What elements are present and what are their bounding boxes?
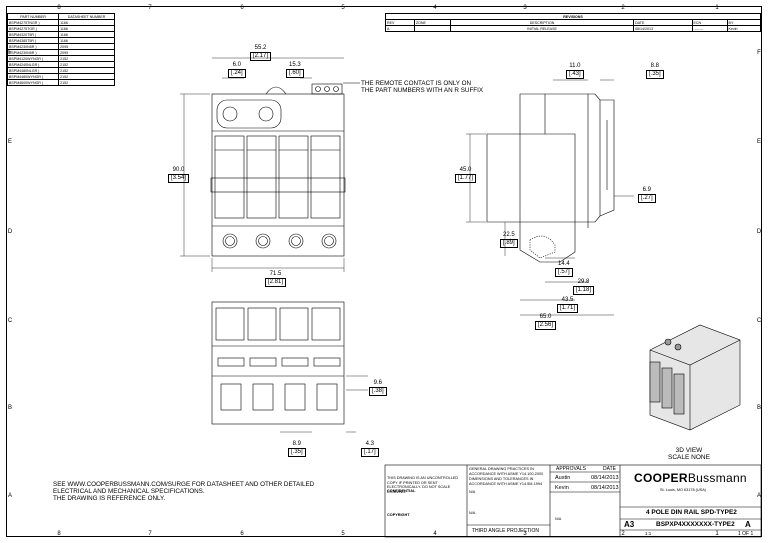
checked-date: 08/14/2013 — [591, 485, 619, 491]
na-3: N/A — [555, 517, 562, 521]
na-1: N/A — [469, 490, 476, 494]
uncontrolled-note: THIS DRAWING IS AN UNCONTROLLED COPY IF … — [387, 476, 459, 494]
zone-row-label: B — [756, 405, 761, 411]
zone-row-label: A — [7, 493, 12, 499]
date-header: DATE — [603, 466, 616, 472]
dim-side-rail: 8.8[.35] — [646, 63, 664, 79]
confidential-label: CONFIDENTIAL — [387, 489, 416, 493]
zone-col-label: 5 — [341, 531, 345, 537]
dim-depth-1: 14.4[.57] — [555, 261, 573, 277]
table-row: BSPM4600WYNGR )2152 — [6, 79, 115, 86]
dim-depth-3: 43.5[1.71] — [557, 297, 579, 313]
revision-cell: Kevin — [726, 25, 762, 32]
zone-col-label: 4 — [433, 531, 437, 537]
zone-col-label: 7 — [148, 5, 152, 11]
zone-row-label: F — [757, 50, 761, 56]
zone-col-label: 8 — [57, 5, 61, 11]
dims-tolerances: DIMENSIONS AND TOLERANCES IN ACCORDANCE … — [469, 477, 543, 486]
zone-row-label: A — [756, 493, 761, 499]
drawing-number: BSPXP4XXXXXXX-TYPE2 — [656, 521, 735, 528]
zone-col-label: 2 — [621, 5, 625, 11]
dim-module-height: 45.0[1.77] — [455, 167, 477, 183]
drawn-date: 08/14/2013 — [591, 475, 619, 481]
zone-col-label: 2 — [621, 531, 625, 537]
dim-edge: 4.3[.17] — [361, 441, 379, 457]
zone-row-label: E — [7, 139, 12, 145]
company-address: St. Louis, MO 63178 (USA) — [660, 488, 707, 492]
title-block-lines — [384, 464, 762, 538]
datasheet-cell: 2152 — [58, 79, 115, 86]
zone-col-label: 1 — [715, 5, 719, 11]
dim-height: 90.0[3.54] — [168, 167, 190, 183]
dim-width: 71.5[2.81] — [265, 271, 287, 287]
revision-cell: 08/14/2013 — [633, 25, 693, 32]
iso-view — [649, 324, 741, 431]
drawing-scale: 1:1 — [645, 531, 652, 536]
view-label: 3D VIEW SCALE NONE — [668, 447, 710, 461]
side-view — [486, 93, 615, 263]
logo-cooper: COOPER — [634, 471, 688, 485]
dim-side-top: 11.0[.43] — [566, 63, 584, 79]
approvals-header: APPROVALS — [556, 466, 586, 472]
drawing-frame — [6, 6, 762, 537]
zone-col-label: 1 — [715, 531, 719, 537]
dim-left-offset: 6.0[.24] — [228, 62, 246, 78]
note-line: THE PART NUMBERS WITH AN R SUFFIX — [361, 87, 484, 94]
dim-depth-2: 29.8[1.18] — [573, 279, 595, 295]
revision-letter: A — [745, 520, 751, 529]
top-view — [211, 301, 345, 425]
zone-col-label: 3 — [523, 531, 527, 537]
dim-rail-depth: 6.9[.27] — [638, 187, 656, 203]
revision-cell — [413, 25, 452, 32]
dim-terminal-width: 15.3[.60] — [286, 62, 304, 78]
note-line: THE REMOTE CONTACT IS ONLY ON — [361, 80, 472, 87]
projection-label: THIRD ANGLE PROJECTION — [472, 528, 539, 534]
company-logo: COOPERBussmann — [634, 471, 747, 485]
zone-col-label: 4 — [433, 5, 437, 11]
zone-col-label: 5 — [341, 5, 345, 11]
sheet-number: 1 OF 1 — [738, 531, 754, 537]
part-number-table: PART NUMBER DATASHEET NUMBER BSPM4275TNG… — [6, 13, 115, 86]
part-number-cell: BSPM4600WYNGR ) — [6, 79, 60, 86]
zone-col-label: 8 — [57, 531, 61, 537]
zone-col-label: 7 — [148, 531, 152, 537]
drawing-title: 4 POLE DIN RAIL SPD-TYPE2 — [646, 509, 737, 516]
front-view — [210, 83, 346, 257]
zone-col-label: 6 — [240, 5, 244, 11]
drawn-by: Austin — [555, 475, 571, 481]
website-note: SEE WWW.COOPERBUSSMANN.COM/SURGE FOR DAT… — [53, 481, 315, 502]
copyright-label: COPYRIGHT — [387, 513, 410, 517]
dim-pole-pitch: 8.9[.35] — [288, 441, 306, 457]
sheet-size: A3 — [624, 520, 635, 529]
na-2: N/A — [469, 511, 476, 515]
dim-lower: 22.5[.89] — [500, 232, 518, 248]
zone-row-label: E — [756, 139, 761, 145]
zone-row-label: B — [7, 405, 12, 411]
zone-col-label: 6 — [240, 531, 244, 537]
dim-depth-overall: 65.0[2.56] — [535, 314, 557, 330]
zone-row-label: C — [756, 318, 762, 324]
zone-row-label: D — [756, 229, 762, 235]
dim-overall-top: 55.2[2.17] — [250, 45, 272, 61]
remote-contact-note: THE REMOTE CONTACT IS ONLY ON THE PART N… — [361, 80, 483, 94]
zone-col-label: 3 — [523, 5, 527, 11]
logo-bussmann: Bussmann — [687, 471, 747, 485]
checked-by: Kevin — [555, 485, 569, 491]
general-practices: GENERAL DRAWING PRACTICES IN ACCORDANCE … — [469, 467, 544, 476]
zone-row-label: C — [7, 318, 13, 324]
zone-row-label: D — [7, 229, 13, 235]
dim-top-view-gap: 9.6[.38] — [369, 380, 387, 396]
